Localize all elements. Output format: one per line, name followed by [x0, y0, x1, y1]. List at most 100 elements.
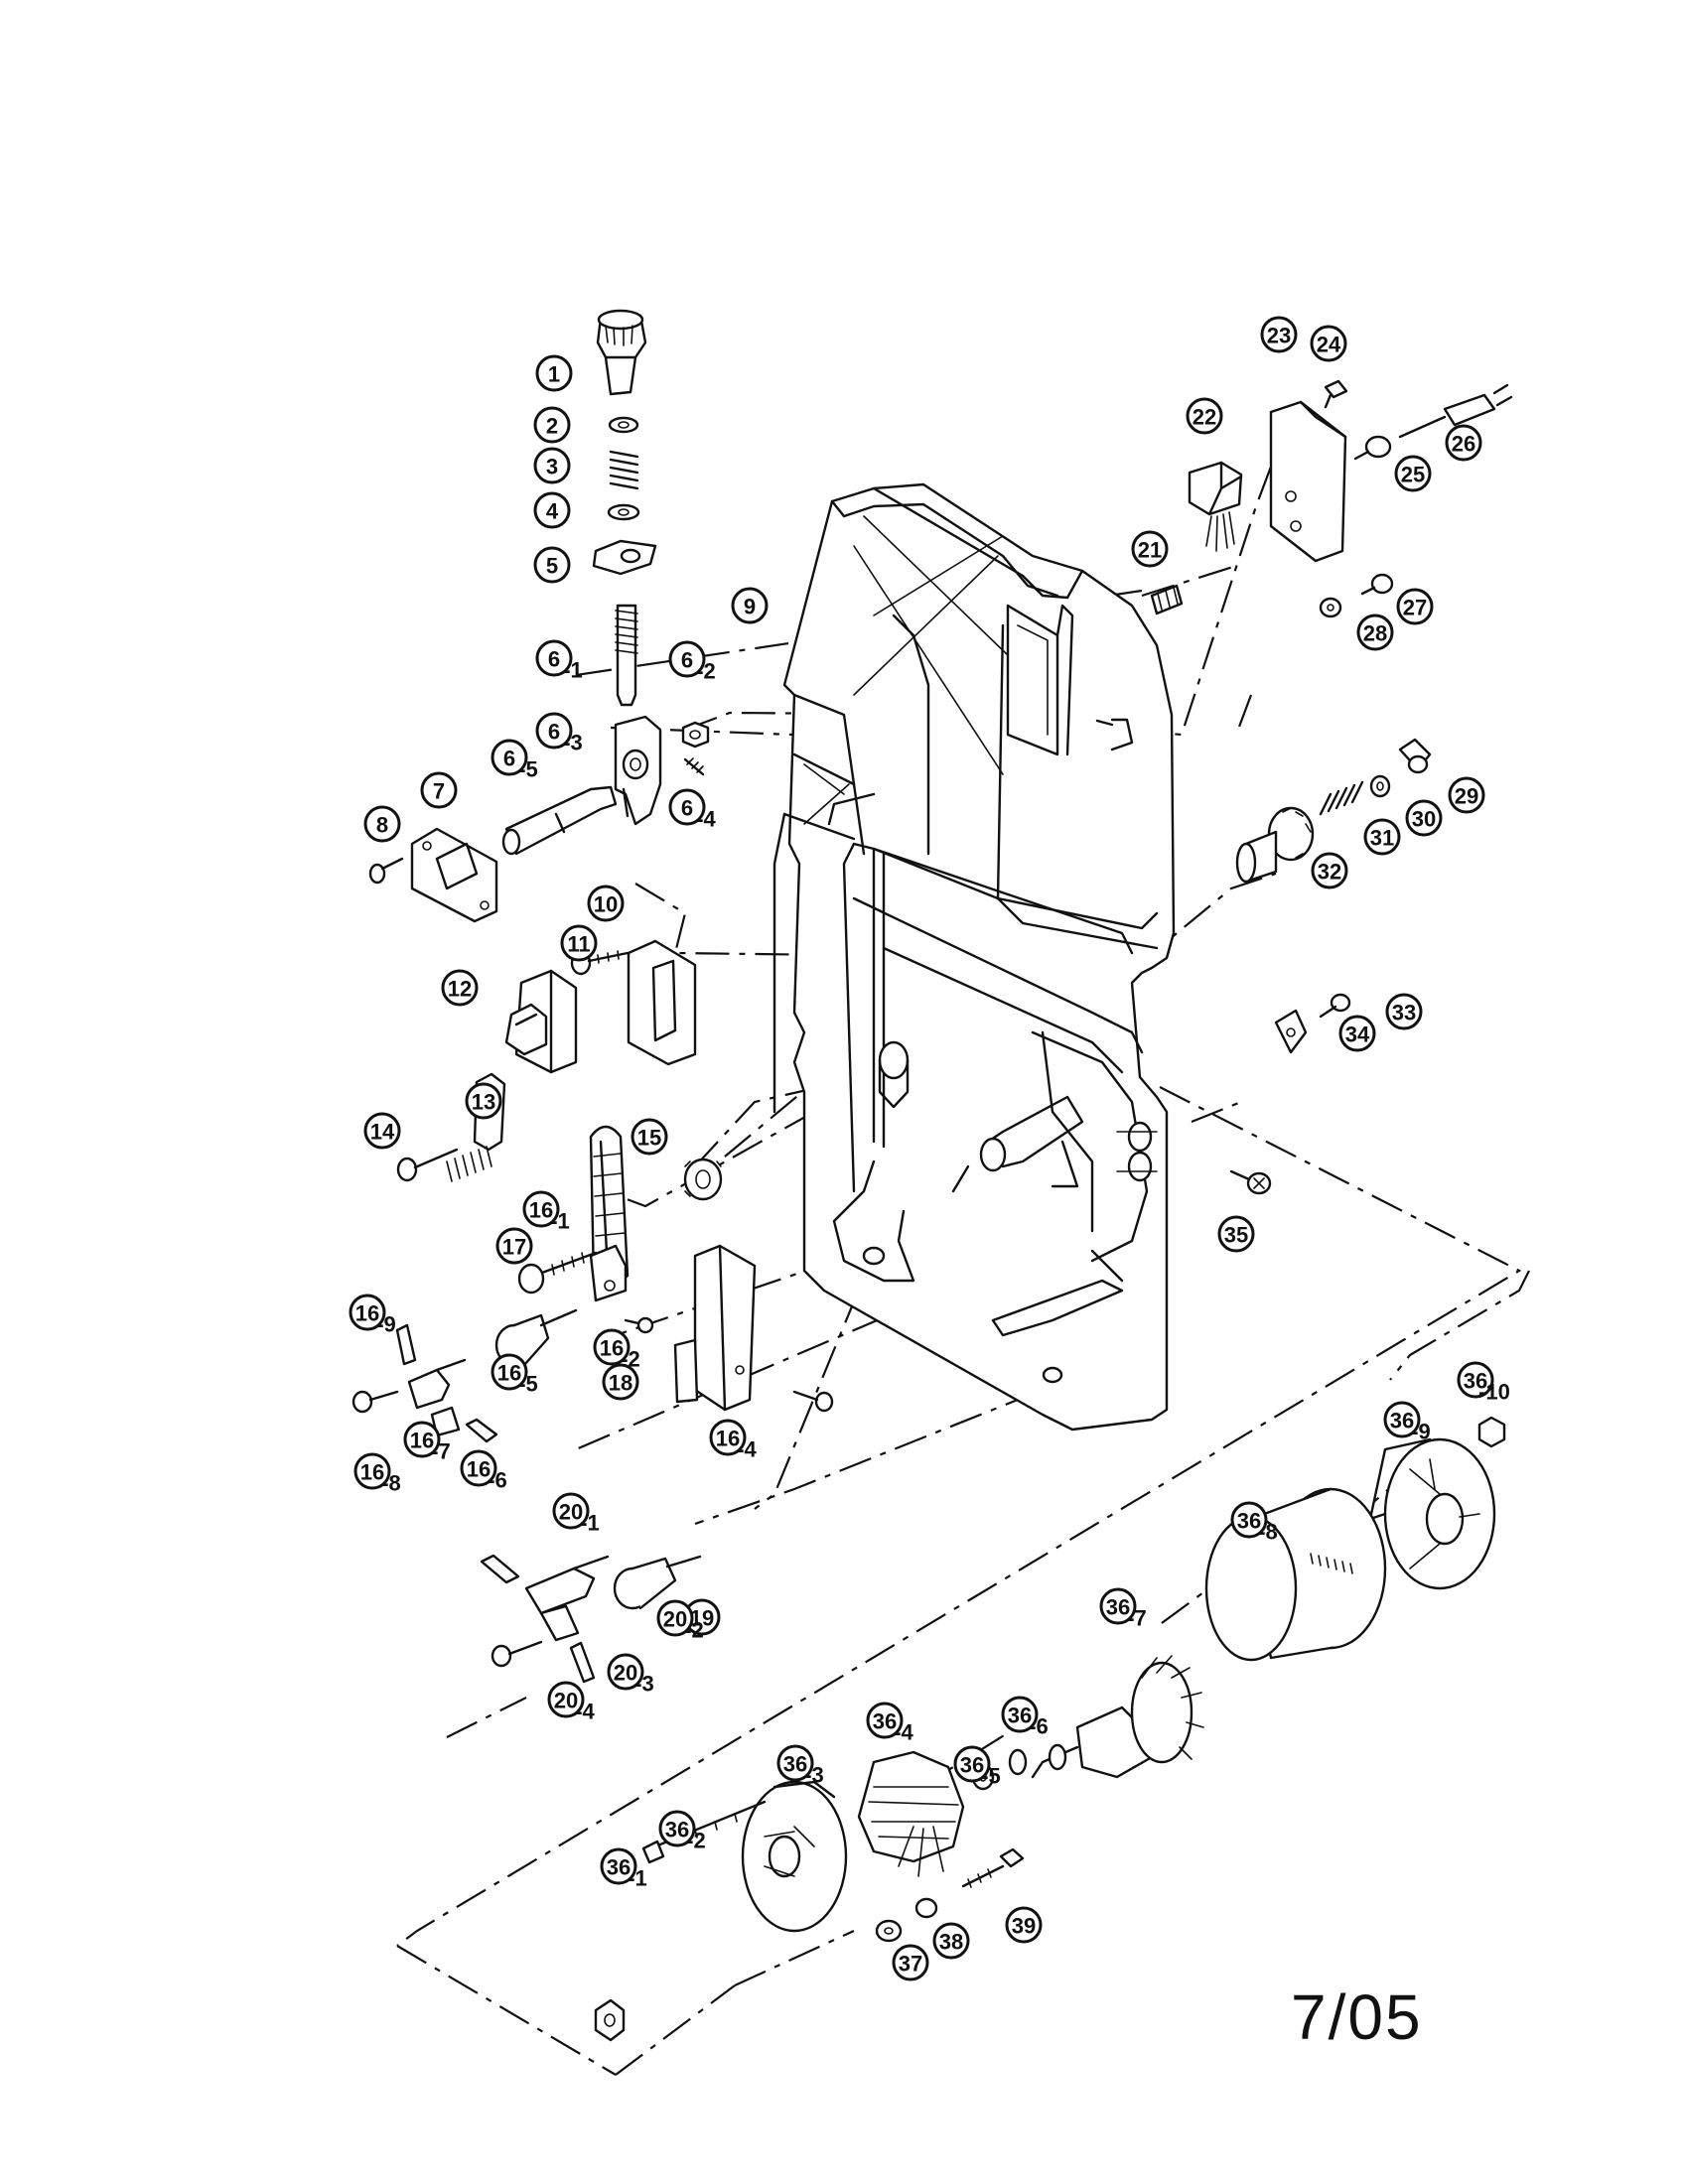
callout-number: 34: [1345, 1023, 1370, 1047]
callout-circle: [1396, 588, 1434, 625]
callout-circle: [1338, 1015, 1376, 1052]
callout-number: 27: [1403, 596, 1427, 620]
callout-number: 6: [681, 648, 693, 673]
callout-part-16-8: 16-8: [353, 1452, 401, 1496]
callout-number: 36: [873, 1709, 897, 1734]
callout-number: 35: [1224, 1223, 1248, 1248]
callout-number: 16: [497, 1361, 521, 1386]
callout-circle: [1310, 325, 1347, 362]
callout-circle: [607, 1653, 644, 1691]
screw-part-35: [1229, 1169, 1272, 1195]
callout-circle: [1363, 818, 1401, 856]
callout-circle: [1445, 424, 1482, 462]
callout-circle: [547, 1681, 585, 1718]
callout-number: 36: [607, 1855, 631, 1880]
callout-circle: [465, 1082, 502, 1120]
spring-part-3: [609, 450, 639, 490]
callout-part-6-1: 6-1: [535, 639, 583, 683]
callout-number: 6: [548, 720, 560, 745]
callout-circle: [1394, 455, 1432, 492]
callout-part-20-4: 20-4: [547, 1681, 596, 1724]
callout-number: 6: [548, 647, 560, 672]
screw-part-24: [1324, 379, 1348, 409]
callout-circle: [731, 587, 769, 624]
callout-number: 21: [1138, 538, 1162, 563]
callout-circle: [600, 1847, 637, 1885]
strain-relief-part-25: [1353, 435, 1392, 461]
callout-circle: [631, 1118, 668, 1156]
callout-suffix: -10: [1478, 1380, 1510, 1405]
capacitor-part-22: [1188, 461, 1243, 552]
callout-number: 37: [899, 1952, 922, 1977]
callout-part-16-7: 16-7: [403, 1421, 451, 1464]
callout-number: 16: [716, 1427, 740, 1451]
armature-part-36-7: [1031, 1655, 1204, 1779]
callout-circle: [1385, 993, 1423, 1030]
callout-number: 36: [1008, 1704, 1032, 1728]
callout-part-10: 10: [587, 885, 625, 922]
callout-circle: [533, 546, 571, 584]
callout-number: 10: [594, 892, 618, 917]
callout-part-36-6: 36-6: [1001, 1696, 1049, 1739]
callout-part-18: 18: [602, 1363, 639, 1401]
callout-part-22: 22: [1186, 397, 1223, 435]
screw-part-39: [961, 1847, 1025, 1888]
callout-part-25: 25: [1394, 455, 1432, 492]
callout-number: 17: [502, 1235, 526, 1260]
callout-suffix: -7: [431, 1439, 451, 1464]
callout-part-36-8: 36-8: [1230, 1501, 1278, 1545]
callout-circle: [1186, 397, 1223, 435]
callout-part-17: 17: [495, 1227, 533, 1265]
callout-suffix: -5: [518, 1372, 538, 1397]
callout-number: 16: [467, 1457, 491, 1482]
circuit-board-part-23: [1269, 400, 1347, 563]
screw-part-16-8: [351, 1390, 399, 1414]
callout-number: 36: [1237, 1509, 1261, 1534]
washer-part-2: [608, 416, 639, 434]
callout-number: 13: [472, 1090, 495, 1115]
callout-number: 20: [614, 1661, 637, 1686]
callout-part-36-2: 36-2: [658, 1810, 706, 1853]
callout-number: 23: [1267, 324, 1291, 348]
callout-part-21: 21: [1131, 530, 1169, 568]
callout-suffix: -2: [684, 1618, 704, 1643]
callout-part-36-3: 36-3: [776, 1744, 824, 1788]
callout-circle: [709, 1419, 747, 1456]
callout-part-16-5: 16-5: [491, 1353, 538, 1397]
wheel-hub-part-32: [1235, 806, 1315, 884]
screw-part-20-4: [491, 1640, 543, 1668]
callout-number: 28: [1363, 621, 1387, 646]
callout-number: 16: [410, 1429, 434, 1453]
field-coil-part-36-4: [857, 1750, 965, 1877]
callout-number: 22: [1193, 405, 1216, 430]
callout-circle: [460, 1449, 497, 1487]
stud-part-21: [1150, 584, 1184, 615]
callout-part-36-4: 36-4: [866, 1702, 914, 1745]
washer-part-38: [914, 1897, 938, 1919]
adjusting-knob-part-1: [596, 309, 647, 396]
callout-number: 16: [529, 1198, 553, 1223]
callout-part-5: 5: [533, 546, 571, 584]
callout-suffix: -6: [1029, 1714, 1049, 1739]
bearing-part-19: [613, 1555, 702, 1610]
callout-circle: [1217, 1215, 1255, 1253]
callout-number: 24: [1317, 333, 1341, 357]
callout-number: 30: [1412, 807, 1436, 832]
callout-circle: [535, 712, 573, 750]
nut-part-36-1: [594, 1998, 626, 2042]
callout-suffix: -4: [696, 807, 716, 832]
callout-number: 15: [637, 1126, 661, 1151]
callout-part-6-5: 6-5: [491, 739, 538, 782]
callout-circle: [1099, 1587, 1137, 1625]
motor-end-bell-part-36-9: [1368, 1437, 1496, 1590]
callout-part-16-9: 16-9: [349, 1294, 396, 1337]
guide-holder-part-16-7: [407, 1358, 467, 1437]
screw-part-8: [368, 857, 404, 885]
callout-circle: [441, 969, 479, 1007]
screw-part-27: [1360, 573, 1394, 596]
callout-number: 19: [690, 1606, 714, 1631]
screw-part-16-2: [624, 1316, 654, 1334]
callout-part-6-2: 6-2: [668, 640, 716, 684]
callout-circle: [349, 1294, 386, 1331]
